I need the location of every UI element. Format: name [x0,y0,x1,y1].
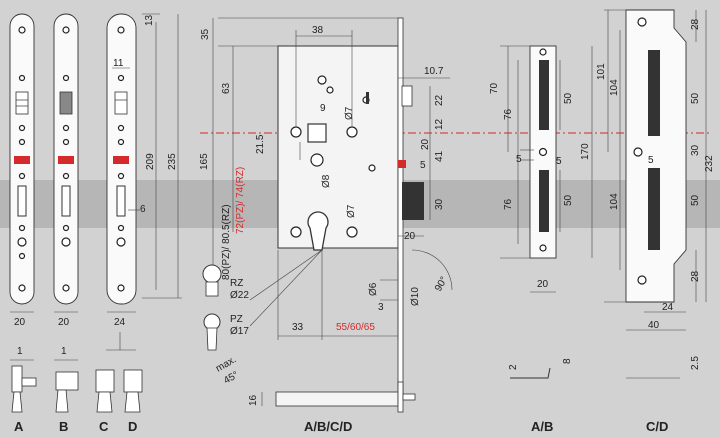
dim-38: 38 [312,25,324,36]
label-abcd: A/B/C/D [304,419,352,434]
dim-215: 21.5 [255,134,266,154]
dim-556065: 55/60/65 [336,322,375,333]
faceplate-sections [11,365,143,413]
dim-w24: 24 [114,317,126,328]
strike-cd-dim-lines [604,9,707,379]
dim-t1b: 1 [61,346,67,357]
dim-o6: Ø6 [368,282,379,296]
dim-cd-25: 2.5 [690,356,701,370]
dim-cd-28a: 28 [690,18,701,30]
lock-dim-lines [212,17,453,340]
dim-o7b: Ø7 [346,204,357,218]
dim-30: 30 [434,198,445,210]
dim-d11: 11 [113,58,124,69]
label-cd: C/D [646,419,668,434]
label-c: C [99,419,109,434]
bolt-side-view [261,381,416,413]
dim-ab-70: 70 [489,82,500,94]
dim-ab-20: 20 [537,279,549,290]
label-a: A [14,419,24,434]
dim-d235: 235 [167,153,178,170]
label-rz: RZ [230,278,243,289]
dim-cd-104a: 104 [609,79,620,96]
dim-20a: 20 [420,138,431,150]
dim-ab-5b: 5 [556,156,562,167]
dim-ab-170: 170 [580,143,591,160]
dim-w20b: 20 [58,317,70,328]
dim-107: 10.7 [424,66,444,77]
dim-22: 22 [434,94,445,106]
dim-cd-24: 24 [662,302,674,313]
faceplate-b [53,13,79,305]
dim-ab-5a: 5 [516,154,522,165]
dim-90deg: 90° [433,275,450,294]
dim-63: 63 [221,82,232,94]
dim-35: 35 [200,28,211,40]
dim-16: 16 [248,394,259,406]
dim-cd-50a: 50 [690,92,701,104]
dim-72: 72(PZ)/ 74(RZ) [235,167,246,234]
dim-9: 9 [320,103,326,114]
dim-max45: 45° [222,370,241,387]
dim-20b: 20 [404,231,416,242]
faceplate-dim-lines [10,13,182,361]
dim-33: 33 [292,322,304,333]
lock-body [277,17,424,397]
dim-cd-28b: 28 [690,270,701,282]
dim-o10: Ø10 [410,287,421,306]
dim-ab-76b: 76 [503,198,514,210]
dim-cd-30: 30 [690,144,701,156]
dim-cd-40: 40 [648,320,660,331]
dim-cd-101: 101 [596,63,607,80]
dim-5: 5 [420,160,426,171]
faceplate-a [9,13,35,305]
dim-ab-2: 2 [508,364,519,370]
dim-t1a: 1 [17,346,23,357]
strike-plate-cd [625,9,687,303]
strike-ab-dim-lines [500,45,593,379]
dim-cd-104b: 104 [609,193,620,210]
dim-ab-50a: 50 [563,92,574,104]
dim-w20a: 20 [14,317,26,328]
label-d: D [128,419,137,434]
dim-pz17: Ø17 [230,326,249,337]
dim-d13: 13 [144,14,155,26]
dim-ab-76a: 76 [503,108,514,120]
dim-cd-5: 5 [648,155,654,166]
dim-o8: Ø8 [321,174,332,188]
dim-o7a: Ø7 [344,106,355,120]
label-b: B [59,419,68,434]
dim-cd-50b: 50 [690,194,701,206]
dim-41: 41 [434,150,445,162]
strike-plate-ab [529,45,557,259]
label-pz: PZ [230,314,243,325]
dim-3: 3 [378,302,384,313]
dim-ab-8: 8 [562,358,573,364]
dim-d209: 209 [145,153,156,170]
dim-80: 80(PZ)/ 80.5(RZ) [221,204,232,280]
dim-165: 165 [199,153,210,170]
dim-12: 12 [434,118,445,130]
dim-cd-232: 232 [704,155,715,172]
faceplate-cd [106,13,137,305]
label-ab: A/B [531,419,553,434]
dim-rz22: Ø22 [230,290,249,301]
dim-ab-50b: 50 [563,194,574,206]
dim-d6: 6 [140,204,146,215]
cylinder-profiles [202,264,222,351]
